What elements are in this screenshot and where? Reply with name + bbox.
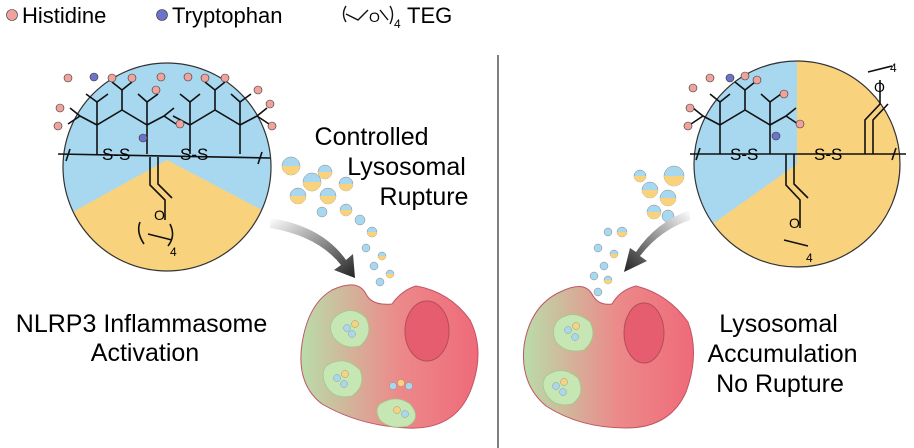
legend-histidine-label: Histidine <box>22 3 106 28</box>
legend: Histidine Tryptophan O 4 TEG <box>6 3 452 31</box>
right-cell-label-line-2: Accumulation <box>707 340 857 368</box>
left-disulfide-1: S-S <box>102 145 130 164</box>
left-disulfide-2: S-S <box>180 145 208 164</box>
transport-label-line-1: Controlled <box>315 123 429 151</box>
left-teg-o: O <box>154 207 165 223</box>
right-teg-o-upper: O <box>874 79 885 95</box>
legend-teg-o: O <box>369 9 380 25</box>
right-cell-label-line-1: Lysosomal <box>719 310 838 338</box>
right-arrow <box>624 210 690 272</box>
legend-teg-label: TEG <box>407 3 452 28</box>
right-nanoparticle-stream <box>589 165 685 297</box>
right-cell <box>522 285 695 429</box>
right-cell-label: Lysosomal Accumulation No Rupture <box>707 310 864 398</box>
teg-structure-icon <box>342 5 394 25</box>
tryptophan-dot-icon <box>156 9 168 21</box>
left-cell <box>300 284 479 429</box>
right-disulfide-2: S-S <box>814 145 842 164</box>
transport-label: Controlled Lysosomal Rupture <box>315 123 473 211</box>
transport-label-line-2: Lysosomal <box>347 153 466 181</box>
right-teg-subscript-lower: 4 <box>806 251 813 265</box>
right-cell-label-line-3: No Rupture <box>716 370 844 398</box>
transport-label-line-3: Rupture <box>380 183 469 211</box>
left-cell-label-line-1: NLRP3 Inflammasome <box>16 310 267 338</box>
left-teg-subscript: 4 <box>170 245 177 259</box>
histidine-dot-icon <box>6 9 18 21</box>
right-teg-o-lower: O <box>789 215 800 231</box>
right-disulfide-1: S-S <box>730 145 758 164</box>
right-teg-subscript-upper: 4 <box>890 61 897 75</box>
legend-teg-subscript: 4 <box>394 17 401 31</box>
left-arrow <box>270 218 355 278</box>
left-cell-label: NLRP3 Inflammasome Activation <box>16 310 274 367</box>
left-cell-label-line-2: Activation <box>91 339 199 367</box>
legend-tryptophan-label: Tryptophan <box>172 3 282 28</box>
left-nanoparticle-stream <box>281 156 395 287</box>
right-nanoparticle: S-S S-S O 4 O 4 <box>683 60 906 268</box>
left-nanoparticle: S-S S-S O 4 <box>53 62 277 272</box>
